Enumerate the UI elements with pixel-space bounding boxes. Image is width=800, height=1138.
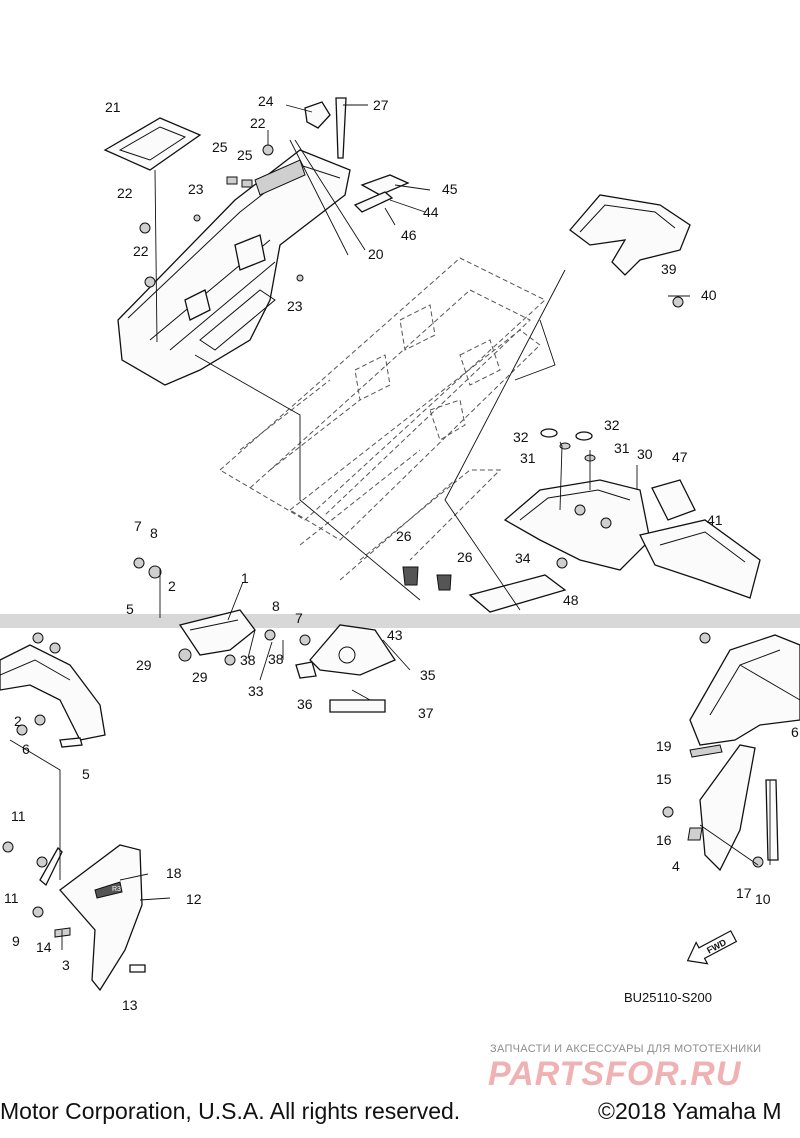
callout-29: 29 xyxy=(192,669,208,685)
fwd-arrow: FWD xyxy=(686,930,738,965)
callout-31: 31 xyxy=(614,440,630,456)
callout-22: 22 xyxy=(117,185,133,201)
callout-13: 13 xyxy=(122,997,138,1013)
callout-25: 25 xyxy=(212,139,228,155)
callout-22: 22 xyxy=(250,115,266,131)
callout-30: 30 xyxy=(637,446,653,462)
callout-38: 38 xyxy=(268,651,284,667)
callout-16: 16 xyxy=(656,832,672,848)
callout-2: 2 xyxy=(168,578,176,594)
callout-46: 46 xyxy=(401,227,417,243)
callout-5: 5 xyxy=(126,601,134,617)
callout-26: 26 xyxy=(396,528,412,544)
callout-25: 25 xyxy=(237,147,253,163)
callout-12: 12 xyxy=(186,891,202,907)
copyright-right: ©2018 Yamaha M xyxy=(598,1098,782,1124)
callout-11: 11 xyxy=(4,890,19,906)
rear-tray-20 xyxy=(117,149,351,386)
stay-10 xyxy=(662,779,779,868)
callout-10: 10 xyxy=(755,891,771,907)
callout-37: 37 xyxy=(418,705,434,721)
callout-39: 39 xyxy=(661,261,677,277)
callout-38: 38 xyxy=(240,652,256,668)
side-cover-12 xyxy=(59,844,146,992)
bolts-top xyxy=(139,144,304,288)
callout-7: 7 xyxy=(295,610,303,626)
callout-23: 23 xyxy=(188,181,204,197)
callout-33: 33 xyxy=(248,683,264,699)
stay-37 xyxy=(329,699,386,713)
callout-44: 44 xyxy=(423,204,439,220)
seat-plate-21 xyxy=(103,117,202,171)
callout-32: 32 xyxy=(513,429,529,445)
callout-36: 36 xyxy=(297,696,313,712)
callout-29: 29 xyxy=(136,657,152,673)
callout-9: 9 xyxy=(12,933,20,949)
washers-mid xyxy=(133,557,317,679)
bracket-35 xyxy=(309,624,396,676)
callout-40: 40 xyxy=(701,287,717,303)
watermark-tagline: ЗАПЧАСТИ И АКСЕССУАРЫ ДЛЯ МОТОТЕХНИКИ xyxy=(490,1043,762,1055)
callout-20: 20 xyxy=(368,246,384,262)
callout-23: 23 xyxy=(287,298,303,314)
pads-44-46 xyxy=(353,174,410,213)
callout-3: 3 xyxy=(62,957,70,973)
callout-7: 7 xyxy=(134,518,142,534)
bracket-34 xyxy=(468,574,567,613)
washers-31-32 xyxy=(540,428,596,462)
callout-5: 5 xyxy=(82,766,90,782)
bracket-39 xyxy=(569,194,691,308)
callout-4: 4 xyxy=(672,858,680,874)
callout-35: 35 xyxy=(420,667,436,683)
callout-14: 14 xyxy=(36,939,52,955)
clip-24 xyxy=(304,101,331,129)
callout-19: 19 xyxy=(656,738,672,754)
callout-34: 34 xyxy=(515,550,531,566)
front-fender-left xyxy=(0,632,106,748)
callout-8: 8 xyxy=(272,598,280,614)
plate-47 xyxy=(651,479,696,521)
callout-21: 21 xyxy=(105,99,121,115)
callout-11: 11 xyxy=(11,808,26,824)
callout-18: 18 xyxy=(166,865,182,881)
callout-26: 26 xyxy=(457,549,473,565)
subframe-outline xyxy=(219,257,546,581)
callout-2: 2 xyxy=(14,713,22,729)
callout-48: 48 xyxy=(563,592,579,608)
reference-code: BU25110-S200 xyxy=(624,990,712,1005)
leader-lines xyxy=(9,104,800,950)
callout-24: 24 xyxy=(258,93,274,109)
callout-31: 31 xyxy=(520,450,536,466)
callout-47: 47 xyxy=(672,449,688,465)
callout-1: 1 xyxy=(241,570,249,586)
callout-43: 43 xyxy=(387,627,403,643)
scan-seam xyxy=(0,614,800,628)
callout-8: 8 xyxy=(150,525,158,541)
stay-9 xyxy=(2,841,71,938)
side-cover-15 xyxy=(689,744,756,872)
callout-45: 45 xyxy=(442,181,458,197)
cable-tie-27 xyxy=(335,97,347,159)
watermark-logo: PARTSFOR.RU xyxy=(488,1055,742,1093)
callout-6: 6 xyxy=(791,724,799,740)
license-bracket-41 xyxy=(639,519,761,599)
front-fender-right xyxy=(689,632,800,746)
callout-27: 27 xyxy=(373,97,389,113)
decal-label: R3 xyxy=(112,886,121,893)
callout-41: 41 xyxy=(707,512,723,528)
callout-32: 32 xyxy=(604,417,620,433)
grommets-26 xyxy=(402,566,452,591)
callout-6: 6 xyxy=(22,741,30,757)
callout-17: 17 xyxy=(736,885,752,901)
copyright-left: Motor Corporation, U.S.A. All rights res… xyxy=(0,1098,461,1124)
callout-22: 22 xyxy=(133,243,149,259)
bracket-1 xyxy=(178,609,256,656)
callout-15: 15 xyxy=(656,771,672,787)
